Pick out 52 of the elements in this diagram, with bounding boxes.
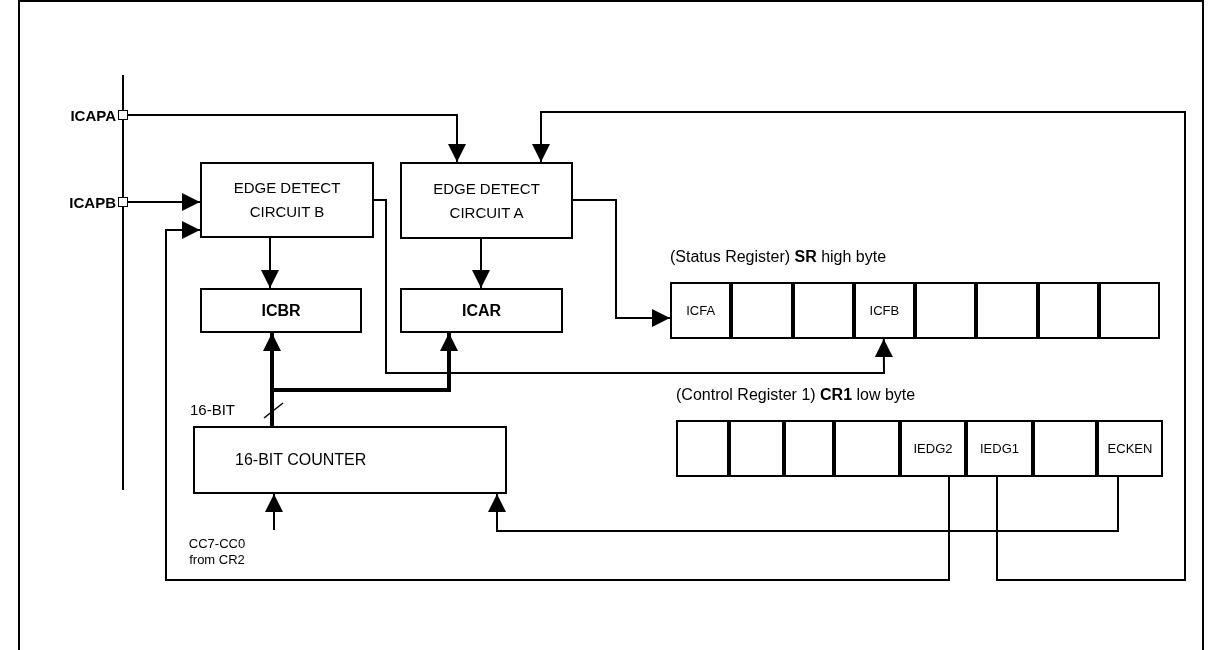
bit-cell bbox=[915, 282, 977, 339]
register-heading: (Status Register) SR high byte bbox=[670, 248, 887, 266]
bit-cell bbox=[1097, 420, 1163, 477]
bit-cell bbox=[1037, 282, 1099, 339]
pin-square bbox=[118, 110, 128, 120]
circuit-box bbox=[400, 162, 573, 239]
pin-label: ICAPB bbox=[69, 194, 116, 210]
bit-cell bbox=[853, 282, 915, 339]
circuit-box bbox=[200, 162, 374, 238]
bit-cell bbox=[966, 420, 1033, 477]
bit-label: ICFA bbox=[686, 301, 716, 320]
bus-arrow bbox=[270, 333, 458, 426]
arrow bbox=[572, 199, 671, 327]
bit-label: ECKEN bbox=[1107, 439, 1153, 458]
bus-width-label: 16-BIT bbox=[190, 401, 235, 419]
bit-label: IEDG2 bbox=[913, 439, 953, 458]
bit-cell bbox=[676, 420, 729, 477]
bit-cell bbox=[900, 420, 966, 477]
arrow bbox=[532, 111, 1186, 581]
bit-cell bbox=[1033, 420, 1097, 477]
arrow bbox=[265, 493, 283, 531]
register-box bbox=[200, 288, 362, 333]
register-box bbox=[400, 288, 563, 333]
bit-cell bbox=[670, 282, 732, 339]
arrow bbox=[165, 221, 950, 581]
arrow bbox=[373, 199, 893, 374]
arrow bbox=[127, 114, 466, 163]
arrow bbox=[261, 237, 279, 289]
bit-label: IEDG1 bbox=[980, 439, 1019, 458]
pin-square bbox=[118, 197, 128, 207]
box-label: ICBR bbox=[261, 300, 301, 321]
arrow bbox=[127, 193, 201, 211]
box-label: 16-BIT COUNTER bbox=[235, 450, 367, 470]
bit-cell bbox=[784, 420, 834, 477]
register-row bbox=[670, 282, 1160, 339]
bit-cell bbox=[792, 282, 854, 339]
box-label: EDGE DETECT CIRCUIT A bbox=[432, 178, 541, 223]
bit-cell bbox=[976, 282, 1038, 339]
register-row bbox=[676, 420, 1163, 477]
input-text: CC7-CC0 from CR2 bbox=[187, 536, 247, 568]
bit-cell bbox=[834, 420, 900, 477]
arrow bbox=[488, 476, 1119, 532]
box-label: EDGE DETECT CIRCUIT B bbox=[232, 178, 342, 222]
counter-box bbox=[193, 426, 507, 494]
arrow bbox=[472, 238, 490, 289]
box-label: ICAR bbox=[461, 300, 502, 321]
pin-label: ICAPA bbox=[70, 107, 116, 123]
bit-cell bbox=[731, 282, 793, 339]
bit-label: ICFB bbox=[869, 301, 900, 320]
register-heading: (Control Register 1) CR1 low byte bbox=[676, 386, 916, 404]
bit-cell bbox=[1098, 282, 1160, 339]
bit-cell bbox=[729, 420, 784, 477]
